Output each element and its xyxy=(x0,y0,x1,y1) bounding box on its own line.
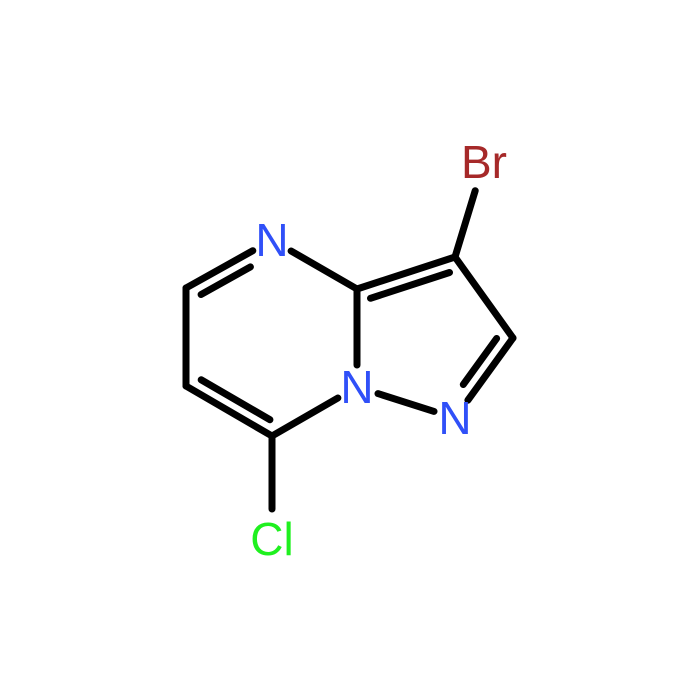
bond-c3a-n4 xyxy=(287,247,361,293)
bond-c2-n2-inner xyxy=(459,335,501,388)
bond-c6-c7-inner xyxy=(197,376,274,424)
bond-n2-n1 xyxy=(374,390,438,415)
bond-c3-c2 xyxy=(451,253,517,342)
bond-n4-c5-inner xyxy=(197,263,254,298)
bond-c3a-c3 xyxy=(353,253,459,293)
bond-c3-br xyxy=(451,187,479,261)
atom-label-n1: N xyxy=(340,361,373,413)
atom-label-cl: Cl xyxy=(250,513,293,565)
bond-c2-n2 xyxy=(464,334,517,404)
atom-label-n4: N xyxy=(255,214,288,266)
bond-n4-c5 xyxy=(182,247,257,292)
bonds-layer xyxy=(182,187,517,513)
atom-label-br: Br xyxy=(461,136,507,188)
bond-c3a-c3-inner xyxy=(367,269,453,302)
atom-label-n2: N xyxy=(438,392,471,444)
bond-c7-n1 xyxy=(268,394,342,440)
bond-c6-c7 xyxy=(182,382,276,440)
